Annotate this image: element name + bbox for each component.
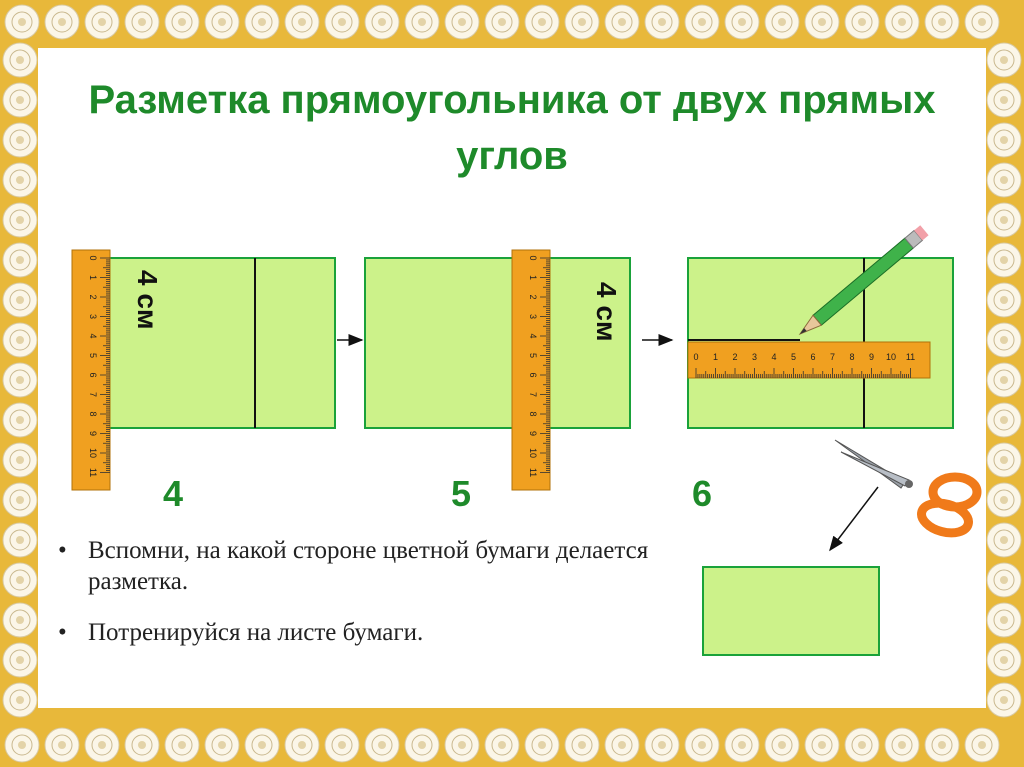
- ruler-number: 6: [810, 352, 815, 362]
- ruler-number: 2: [732, 352, 737, 362]
- ruler-number: 3: [528, 314, 538, 319]
- ruler-number: 7: [830, 352, 835, 362]
- ruler-number: 5: [791, 352, 796, 362]
- page-title: Разметка прямоугольника от двух прямых у…: [88, 78, 936, 178]
- ruler-number: 4: [771, 352, 776, 362]
- bullet-dot: •: [58, 619, 67, 646]
- ruler-number: 4: [528, 333, 538, 338]
- step-4-panel: 0 1 2 3 4 5 6 7 8 9 10 11 4 см 4: [71, 249, 336, 514]
- paper-sheet: [364, 257, 631, 429]
- ruler-number: 9: [88, 431, 98, 436]
- ruler-number: 3: [88, 314, 98, 319]
- ruler-number: 8: [528, 411, 538, 416]
- ruler-number: 9: [869, 352, 874, 362]
- bullet-list: • Вспомни, на какой стороне цветной бума…: [58, 535, 678, 668]
- ruler-number: 11: [906, 352, 915, 362]
- step-number: 4: [163, 473, 183, 514]
- ruler-number: 11: [88, 468, 98, 477]
- ruler-number: 8: [88, 411, 98, 416]
- bullet-dot: •: [58, 537, 67, 564]
- ruler-number: 6: [88, 372, 98, 377]
- ruler-number: 11: [528, 468, 538, 477]
- ruler-number: 0: [88, 255, 98, 260]
- ruler-number: 2: [88, 294, 98, 299]
- bullet-item: • Потренируйся на листе бумаги.: [58, 617, 678, 648]
- bullet-text: Потренируйся на листе бумаги.: [88, 619, 424, 646]
- step-5-panel: 0 1 2 3 4 5 6 7 8 9 10 11 4 см 5: [364, 249, 631, 514]
- ruler-number: 5: [88, 353, 98, 358]
- measure-label: 4 см: [132, 270, 163, 330]
- ruler-number: 5: [528, 353, 538, 358]
- step-number: 6: [692, 473, 712, 514]
- ruler-number: 1: [713, 352, 718, 362]
- paper-sheet: [104, 257, 336, 429]
- ruler-number: 8: [849, 352, 854, 362]
- ruler-number: 0: [528, 255, 538, 260]
- ruler-number: 10: [528, 448, 538, 458]
- pencil-icon: [798, 225, 929, 336]
- ruler-number: 1: [528, 275, 538, 280]
- ruler-icon: 0 1 2 3 4 5 6 7 8 9 10 11: [511, 249, 551, 491]
- arrow-down-left-icon: [829, 486, 879, 552]
- bullet-item: • Вспомни, на какой стороне цветной бума…: [58, 535, 678, 597]
- result-rectangle: [702, 566, 880, 656]
- ruler-number: 2: [528, 294, 538, 299]
- ruler-number: 10: [88, 448, 98, 458]
- scissors-icon: [834, 439, 982, 538]
- step-number: 5: [451, 473, 471, 514]
- ruler-icon: 0 1 2 3 4 5 6 7 8 9 10 11: [687, 341, 931, 379]
- ruler-number: 0: [693, 352, 698, 362]
- ruler-number: 9: [528, 431, 538, 436]
- ruler-number: 6: [528, 372, 538, 377]
- ruler-number: 10: [886, 352, 896, 362]
- measure-label: 4 см: [591, 282, 622, 342]
- ruler-number: 3: [752, 352, 757, 362]
- ruler-number: 4: [88, 333, 98, 338]
- ruler-icon: 0 1 2 3 4 5 6 7 8 9 10 11: [71, 249, 111, 491]
- ruler-number: 1: [88, 275, 98, 280]
- bullet-text: Вспомни, на какой стороне цветной бумаги…: [88, 537, 649, 595]
- step-6-panel: 0 1 2 3 4 5 6 7 8 9 10 11 6: [687, 225, 954, 514]
- ruler-number: 7: [88, 392, 98, 397]
- ruler-number: 7: [528, 392, 538, 397]
